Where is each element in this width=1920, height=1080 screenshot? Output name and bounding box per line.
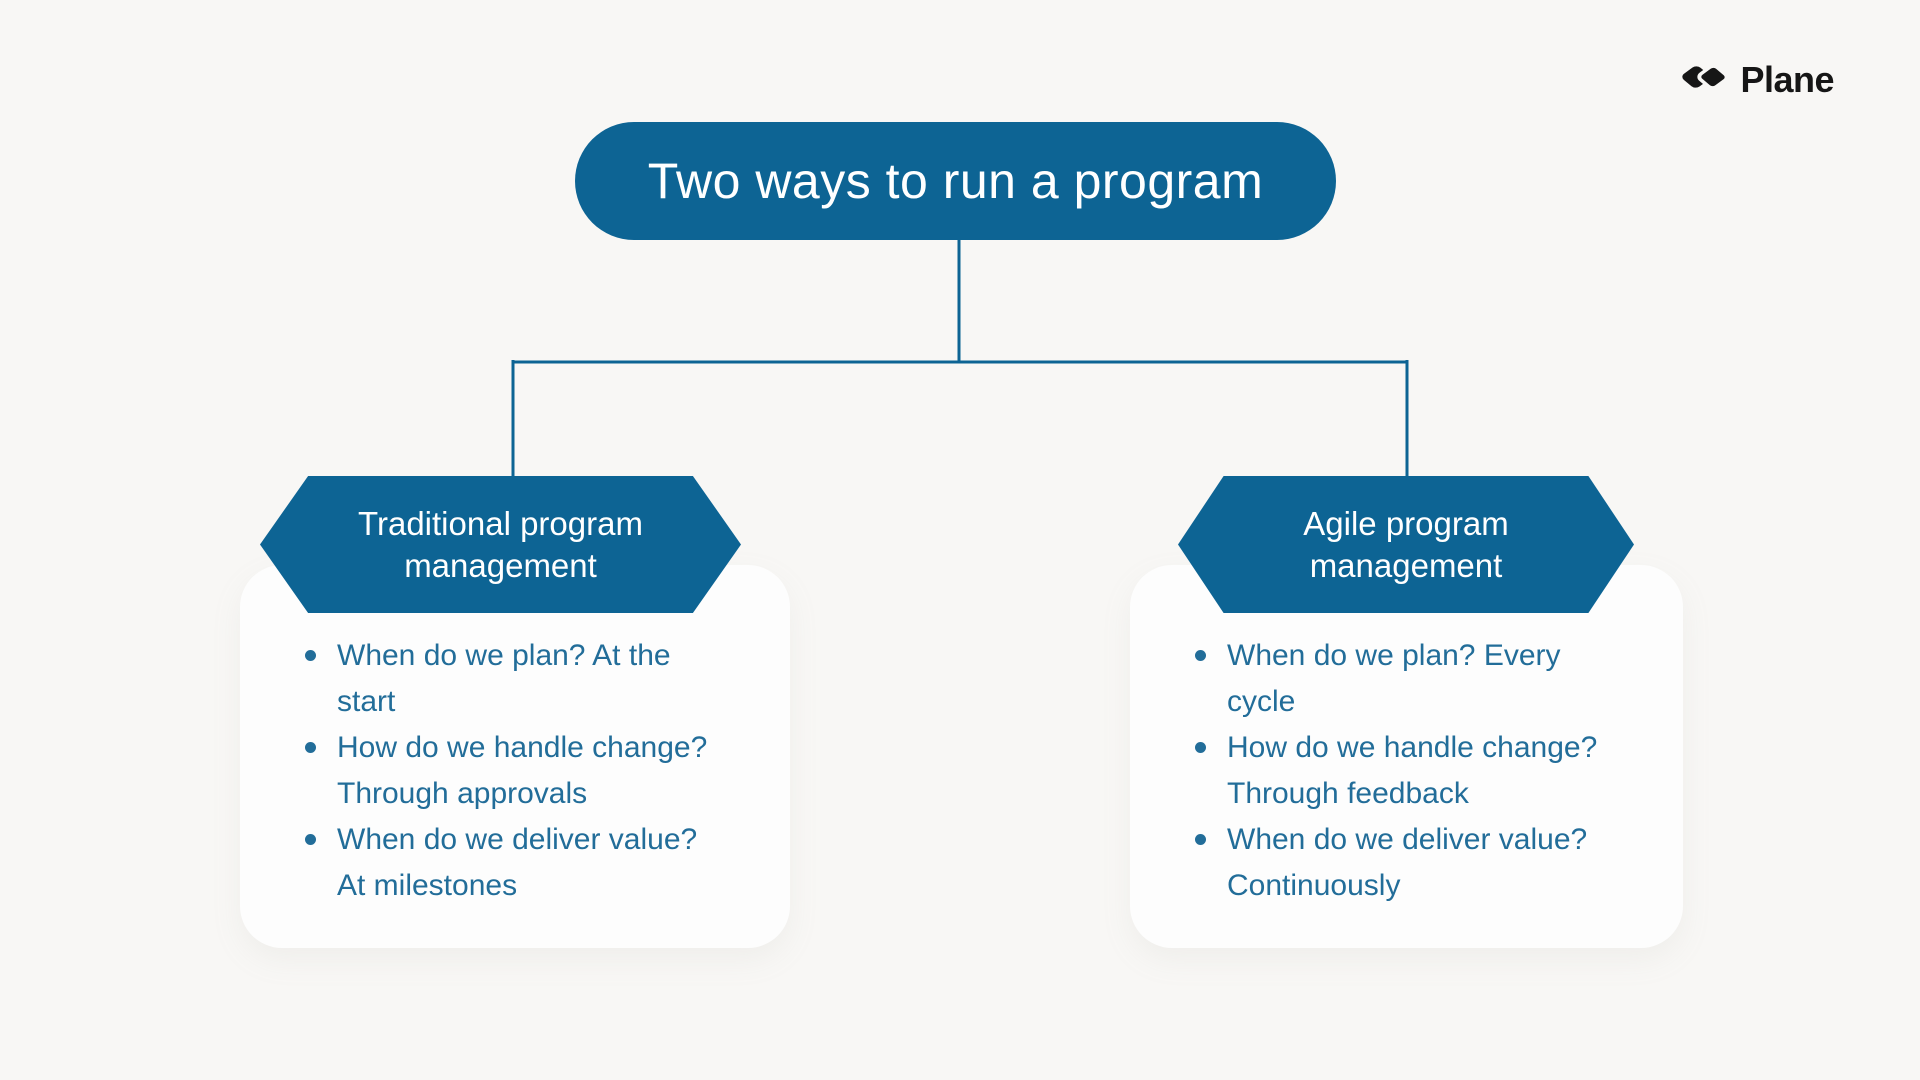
agile-card <box>1130 565 1683 948</box>
bullet-item: When do we plan? Every cycle <box>1187 633 1657 725</box>
plane-logo: Plane <box>1682 56 1834 103</box>
bullet-item: When do we deliver value? At milestones <box>297 817 767 909</box>
bullet-item: When do we plan? At the start <box>297 633 767 725</box>
agile-bullet-list: When do we plan? Every cycle How do we h… <box>1187 633 1657 909</box>
traditional-card <box>240 565 790 948</box>
root-node: Two ways to run a program <box>575 122 1336 240</box>
traditional-bullet-list: When do we plan? At the start How do we … <box>297 633 767 909</box>
traditional-node-label: Traditional program management <box>358 504 643 584</box>
agile-node: Agile program management <box>1178 476 1634 613</box>
plane-wordmark: Plane <box>1740 58 1834 100</box>
bullet-item: How do we handle change? Through feedbac… <box>1187 725 1657 817</box>
root-node-label: Two ways to run a program <box>647 153 1264 209</box>
agile-node-label: Agile program management <box>1303 504 1509 584</box>
traditional-node: Traditional program management <box>260 476 741 613</box>
plane-logo-icon <box>1682 56 1730 103</box>
bullet-item: How do we handle change? Through approva… <box>297 725 767 817</box>
bullet-item: When do we deliver value? Continuously <box>1187 817 1657 909</box>
